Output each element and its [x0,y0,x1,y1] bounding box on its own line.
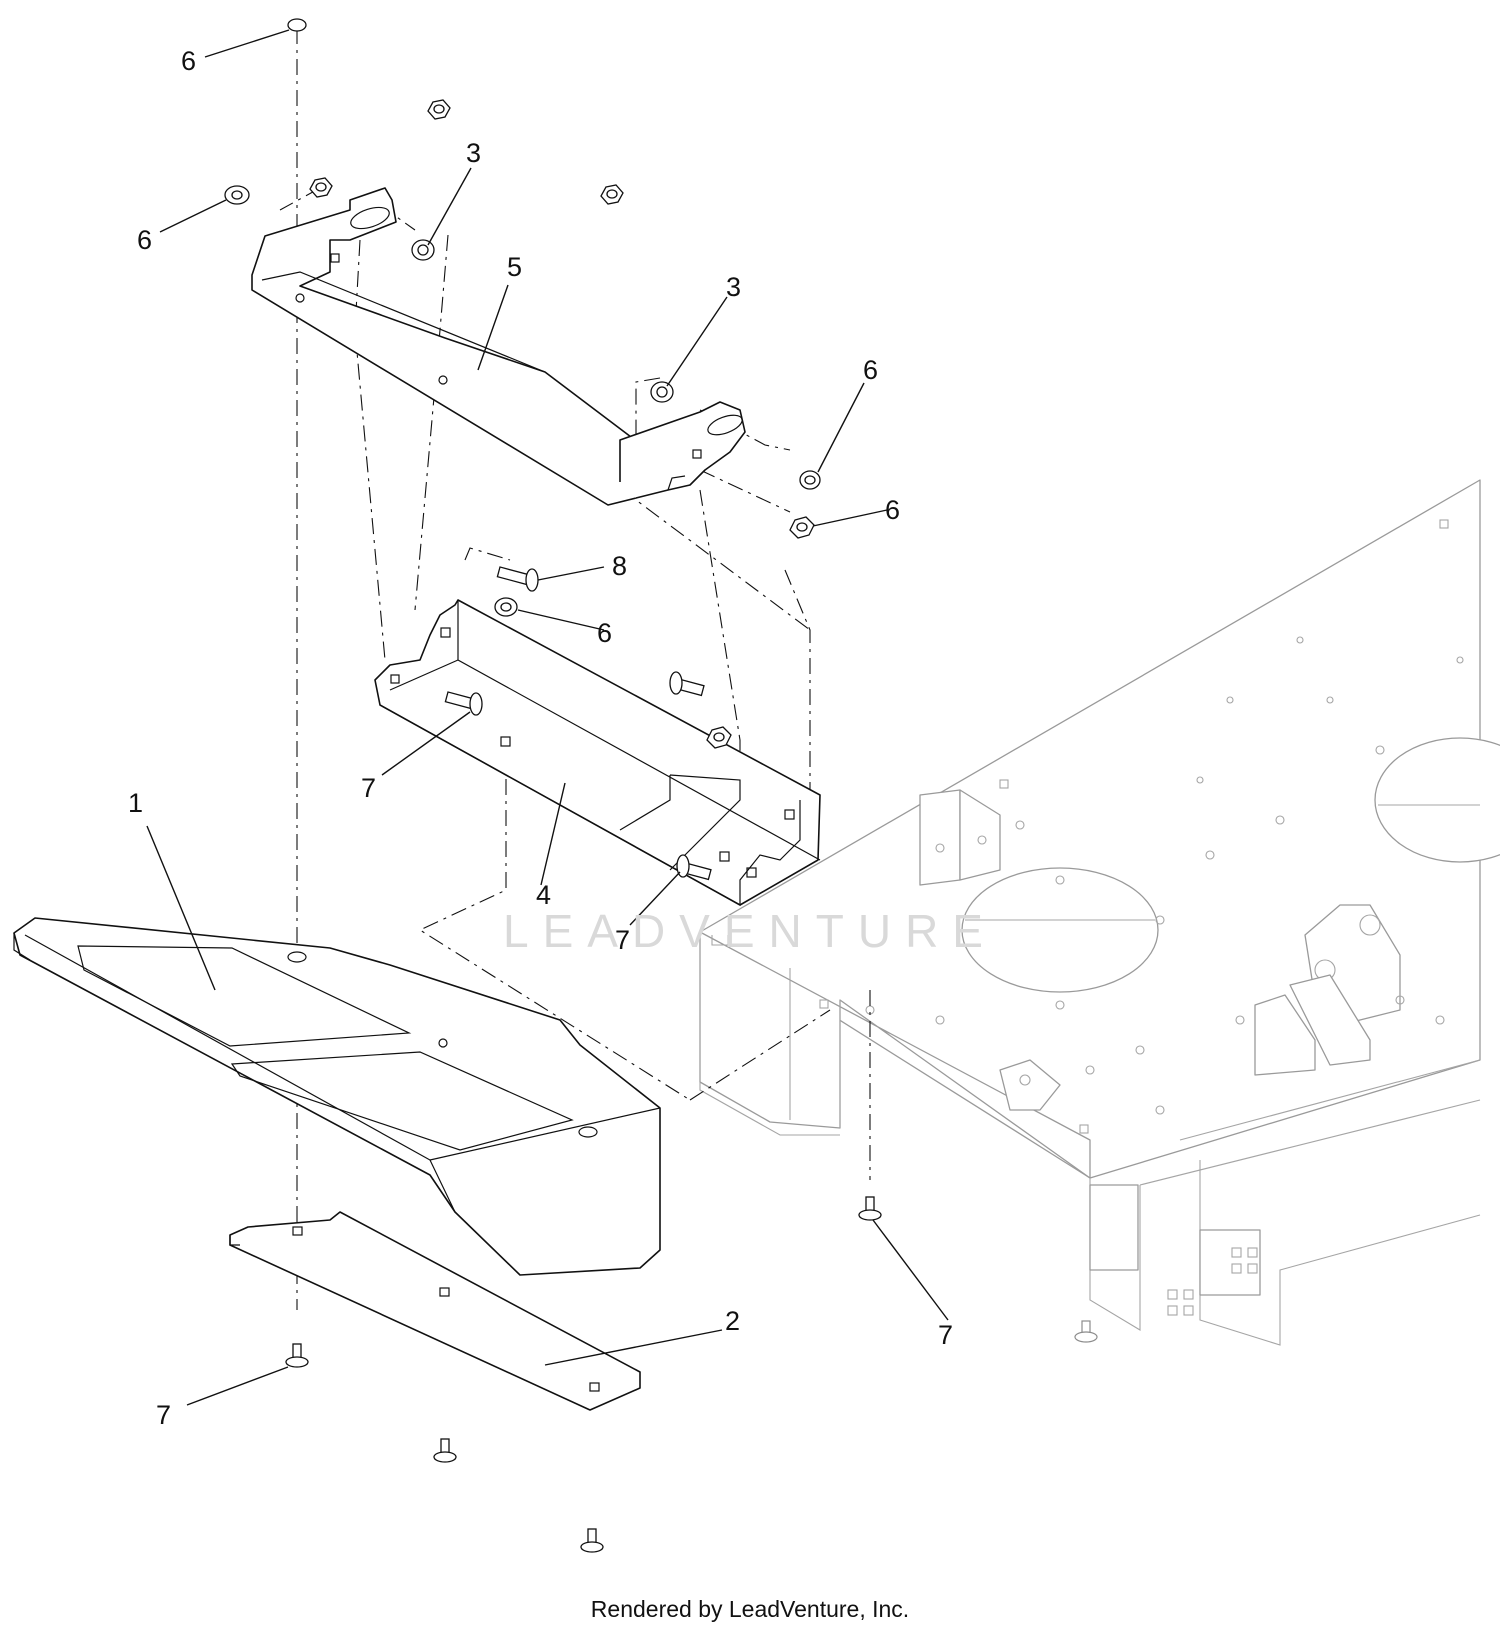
bolt-icon [580,1528,604,1553]
spacer-icon [650,381,674,403]
hex-nut-icon [789,516,815,539]
callout-6-right-upper: 6 [863,355,878,385]
bolt-icon [285,1343,309,1368]
part-4-channel-bracket [374,599,821,907]
bolt-icon [676,854,712,881]
hex-nut-icon [309,177,333,198]
callout-7-right: 7 [938,1320,953,1350]
hex-nut-icon [706,726,732,749]
deck-bracket-right [999,904,1401,1111]
callout-6-top: 6 [181,46,196,76]
spindle-opening-left [961,867,1159,993]
callout-3-left: 3 [466,138,481,168]
callout-5: 5 [507,252,522,282]
pin-icon [496,566,539,592]
callout-2: 2 [725,1306,740,1336]
hex-nut-icon [600,184,624,205]
part-5-mount-bracket [251,187,746,506]
callout-numbers: 6 6 3 5 3 6 6 8 6 7 1 4 7 2 7 7 [128,46,953,1430]
callout-6-middle: 6 [597,618,612,648]
bolt-icon [444,691,483,716]
callout-6-upper-left: 6 [137,225,152,255]
lock-nut-icon [494,597,518,617]
part-2-guard-plate [229,1211,641,1411]
part-1-skid-plate [13,917,661,1276]
deck-plate-holes [819,519,1464,1134]
footer-credit: Rendered by LeadVenture, Inc. [590,1596,910,1622]
bolt-icon [433,1438,457,1463]
deck-bracket-left [919,789,1001,886]
deck-bolts [1074,1320,1098,1343]
hardware [224,18,882,1553]
bolt-icon [669,671,705,697]
lock-nut-icon [287,18,307,32]
callout-4: 4 [536,880,551,910]
lock-nut-icon [799,470,821,490]
callout-7-bottom-left: 7 [156,1400,171,1430]
callout-6-right-lower: 6 [885,495,900,525]
spindle-opening-right [1374,737,1500,863]
bolt-icon [1074,1320,1098,1343]
callout-7-middle-left: 7 [361,773,376,803]
spacer-icon [411,239,435,261]
lock-nut-icon [224,185,250,205]
bolt-icon [858,1196,882,1221]
callout-3-right: 3 [726,272,741,302]
callout-8: 8 [612,551,627,581]
rail-bolt-holes [1167,1247,1258,1316]
leader-lines [146,29,949,1406]
mower-deck-frame [699,479,1500,1346]
hex-nut-icon [427,99,451,120]
callout-7-middle-right: 7 [615,925,630,955]
callout-1: 1 [128,788,143,818]
